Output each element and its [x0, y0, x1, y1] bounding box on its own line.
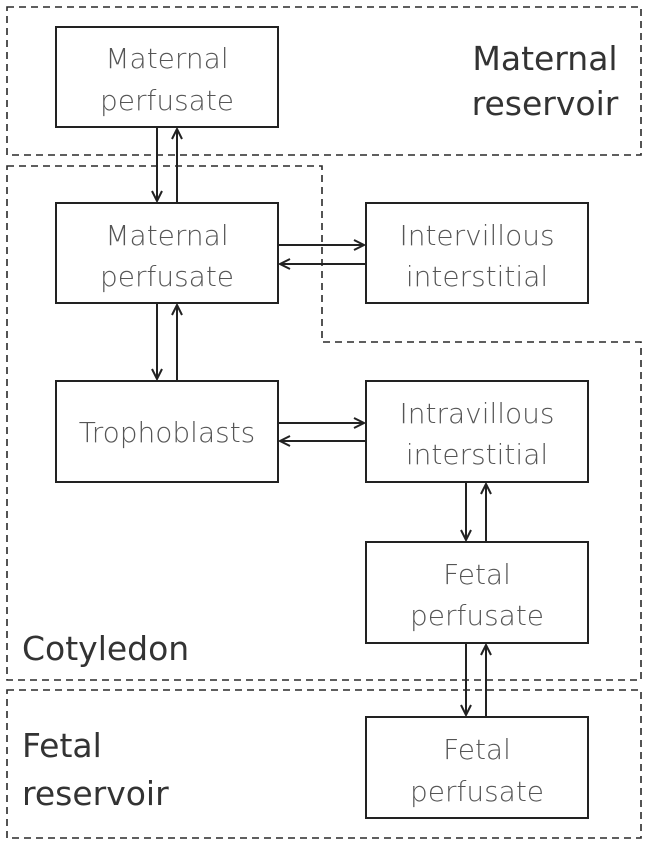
arrows-trophoblasts-to-intravillous	[278, 423, 366, 441]
reservoir-maternal-perfusate-box: Maternal perfusate	[55, 26, 279, 128]
fetal-reservoir-label-line2: reservoir	[22, 774, 169, 813]
box-label-line2: perfusate	[410, 599, 544, 632]
intervillous-interstitial-box: Intervillous interstitial	[365, 202, 589, 304]
box-label-line1: Intravillous	[399, 397, 554, 430]
maternal-reservoir-label: Maternal reservoir	[472, 39, 619, 123]
arrows-fetal-to-reservoir	[466, 643, 486, 717]
fetal-reservoir-label: Fetal reservoir	[22, 726, 169, 813]
box-label-line2: perfusate	[410, 775, 544, 808]
arrows-maternal-to-intervillous	[278, 245, 366, 264]
arrows-maternal-to-trophoblasts	[157, 303, 177, 381]
arrows-reservoir-to-cotyledon-maternal	[157, 127, 177, 203]
box-label-line1: Trophoblasts	[79, 416, 256, 449]
fetal-reservoir-label-line1: Fetal	[22, 726, 102, 765]
cotyledon-maternal-perfusate-box: Maternal perfusate	[55, 202, 279, 304]
intravillous-interstitial-box: Intravillous interstitial	[365, 380, 589, 483]
box-label-line1: Fetal	[443, 733, 511, 766]
fetal-reservoir-region	[6, 689, 642, 839]
maternal-reservoir-label-line1: Maternal	[472, 39, 617, 78]
box-label-line1: Maternal	[105, 219, 228, 252]
arrows-intravillous-to-fetal	[466, 482, 486, 542]
maternal-reservoir-region	[6, 6, 642, 156]
box-label-line2: interstitial	[406, 438, 548, 471]
cotyledon-fetal-perfusate-box: Fetal perfusate	[365, 541, 589, 644]
box-label-line1: Maternal	[105, 42, 228, 75]
reservoir-fetal-perfusate-box: Fetal perfusate	[365, 716, 589, 819]
trophoblasts-box: Trophoblasts	[55, 380, 279, 483]
box-label-line2: perfusate	[100, 260, 234, 293]
box-label-line1: Intervillous	[399, 219, 554, 252]
cotyledon-label: Cotyledon	[22, 629, 189, 668]
box-label-line2: perfusate	[100, 84, 234, 117]
maternal-reservoir-label-line2: reservoir	[472, 84, 619, 123]
box-label-line1: Fetal	[443, 558, 511, 591]
cotyledon-region	[6, 165, 642, 681]
box-label-line2: interstitial	[406, 260, 548, 293]
